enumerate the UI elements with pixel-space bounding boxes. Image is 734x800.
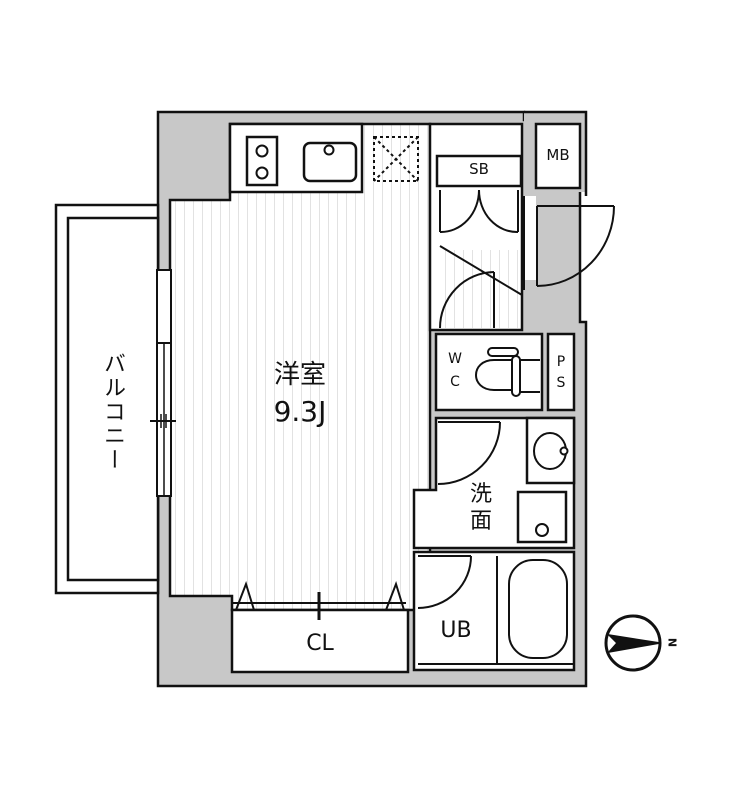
hall-door[interactable] — [439, 271, 495, 329]
balcony — [54, 203, 160, 595]
washroom-label-bottom: 面 — [469, 509, 492, 534]
shoe-box-doors[interactable] — [439, 189, 519, 234]
washer-drain-icon — [535, 523, 549, 537]
shoe-box-label: SB — [469, 160, 489, 178]
kitchen-sink-icon — [302, 141, 358, 183]
pipe-space-label-s: S — [556, 375, 566, 391]
wash-basin-icon — [533, 432, 569, 470]
main-room-size: 9.3J — [273, 395, 327, 428]
toilet-label-w: W — [448, 351, 462, 367]
meter-box-label: MB — [546, 146, 570, 164]
washroom-label-top: 洗 — [469, 482, 492, 507]
bathtub-icon — [508, 559, 568, 659]
meter-box — [534, 122, 582, 190]
balcony-window[interactable] — [150, 269, 176, 497]
closet — [230, 608, 410, 674]
toilet-label-c: C — [450, 374, 460, 390]
compass-icon — [604, 614, 662, 672]
washroom-door[interactable] — [437, 421, 501, 485]
closet-doors[interactable] — [232, 580, 406, 620]
refrigerator-space-icon — [373, 136, 419, 182]
interior-space — [168, 122, 582, 674]
toilet-icon — [475, 347, 540, 397]
pipe-space — [546, 332, 576, 412]
unit-bath-label: UB — [440, 618, 472, 643]
closet-label: CL — [306, 631, 334, 656]
shoe-box — [435, 154, 523, 188]
entrance-door[interactable] — [523, 196, 615, 290]
stove-icon — [245, 135, 279, 187]
pipe-space-label-p: P — [556, 354, 566, 370]
unit-bath-door[interactable] — [417, 555, 472, 609]
main-room-name: 洋室 — [273, 360, 326, 390]
compass-north-label: N — [665, 637, 679, 648]
balcony-label: バルコニー — [100, 352, 125, 472]
